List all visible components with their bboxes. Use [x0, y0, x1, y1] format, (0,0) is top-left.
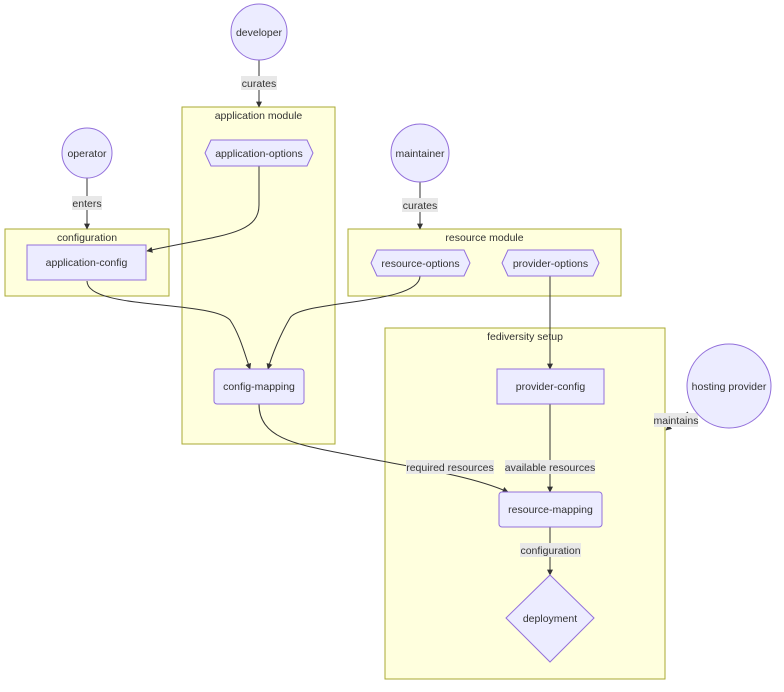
actor-operator: operator [61, 127, 113, 179]
cluster-label-fediversity-setup: fediversity setup [487, 331, 563, 343]
edge-label-maintains: maintains [654, 413, 699, 427]
node-application-config: application-config [26, 244, 147, 281]
edge-appconfig-to-mapping [86, 280, 252, 370]
edge-label-curates-dev: curates [241, 76, 277, 90]
svg-text:deployment: deployment [523, 613, 577, 625]
node-provider-config: provider-config [496, 368, 605, 405]
edge-label-configuration: configuration [520, 543, 581, 557]
svg-text:operator: operator [67, 148, 107, 160]
node-resource-mapping: resource-mapping [498, 491, 603, 528]
svg-text:curates: curates [242, 78, 276, 90]
svg-text:maintains: maintains [654, 415, 699, 427]
svg-text:maintainer: maintainer [395, 148, 445, 160]
node-config-mapping: config-mapping [213, 368, 305, 405]
svg-text:required resources: required resources [406, 462, 494, 474]
node-deployment: deployment [505, 574, 595, 663]
svg-text:curates: curates [403, 200, 437, 212]
edge-label-required-resources: required resources [406, 460, 494, 474]
svg-text:application-config: application-config [46, 257, 128, 269]
svg-text:configuration: configuration [520, 545, 580, 557]
edge-mapping-required-resources [258, 403, 509, 493]
svg-text:config-mapping: config-mapping [223, 381, 295, 393]
svg-text:application-options: application-options [215, 148, 303, 160]
svg-text:resource-mapping: resource-mapping [508, 504, 593, 516]
cluster-label-configuration: configuration [57, 232, 117, 244]
svg-text:provider-config: provider-config [516, 381, 586, 393]
cluster-label-resource-module: resource module [445, 232, 523, 244]
edge-label-available-resources: available resources [505, 460, 595, 474]
svg-text:resource-options: resource-options [381, 258, 459, 270]
node-provider-options: provider-options [501, 249, 600, 277]
edge-label-curates-maint: curates [402, 198, 438, 212]
svg-text:enters: enters [72, 198, 101, 210]
svg-text:hosting provider: hosting provider [692, 381, 767, 393]
svg-text:available resources: available resources [505, 462, 595, 474]
actor-maintainer: maintainer [390, 123, 450, 183]
node-application-options: application-options [204, 139, 314, 167]
actor-developer: developer [230, 3, 288, 61]
svg-text:developer: developer [236, 27, 283, 39]
actor-hosting-provider: hosting provider [686, 343, 772, 429]
cluster-label-application-module: application module [215, 110, 303, 122]
edge-resopts-to-mapping [266, 275, 421, 370]
svg-text:provider-options: provider-options [513, 258, 588, 270]
edge-label-enters: enters [72, 196, 102, 210]
node-resource-options: resource-options [370, 249, 471, 277]
edge-options-to-config [146, 166, 260, 253]
